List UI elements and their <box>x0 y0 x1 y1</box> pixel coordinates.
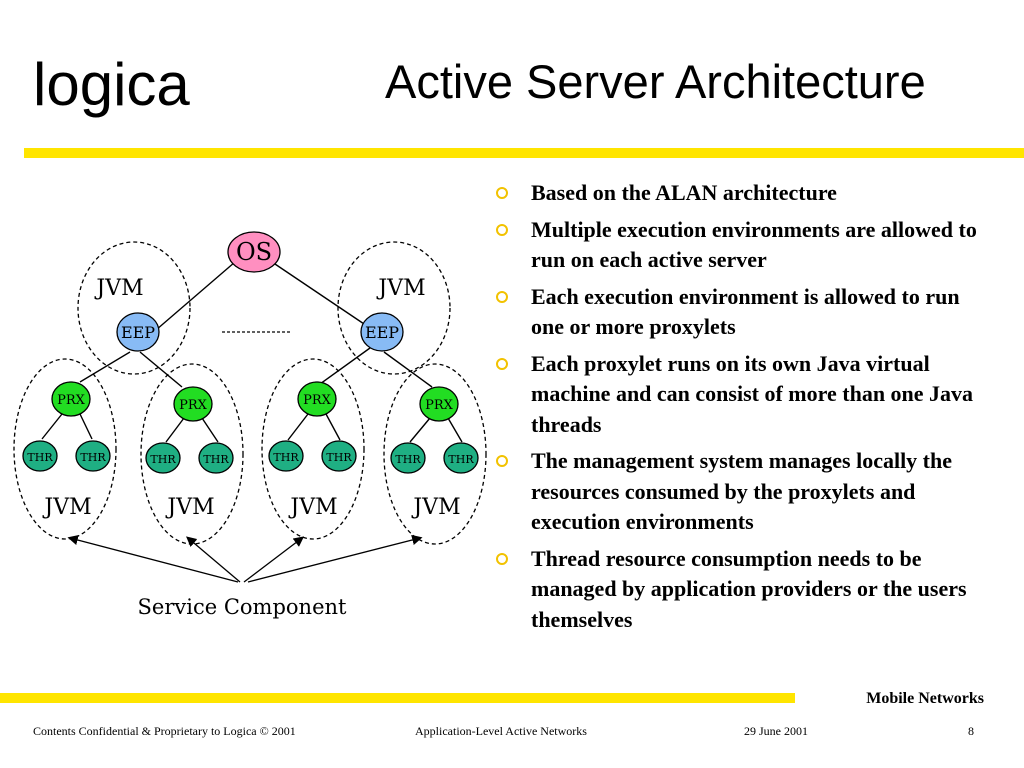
thr-label-1b: THR <box>80 451 106 464</box>
bullet-text: Each proxylet runs on its own Java virtu… <box>531 350 974 437</box>
bullet-item: Each proxylet runs on its own Java virtu… <box>494 349 994 441</box>
bullet-marker-icon <box>496 187 508 199</box>
service-component-label: Service Component <box>138 595 347 619</box>
bullet-item: Each execution environment is allowed to… <box>494 282 994 343</box>
footer-date: 29 June 2001 <box>744 724 808 738</box>
bullet-marker-icon <box>496 357 508 370</box>
thr-node-4a <box>390 442 426 474</box>
prx-node-4 <box>419 386 459 422</box>
link-prx-1-thr-b <box>79 413 93 440</box>
bullet-text: Each execution environment is allowed to… <box>531 283 960 340</box>
jvm-label-top-left: JVM <box>94 276 143 301</box>
jvm-boundary-prx-3 <box>261 358 365 540</box>
prx-label-3: PRX <box>303 393 332 408</box>
thr-label-2b: THR <box>203 453 229 466</box>
link-os-eep-right <box>271 261 374 331</box>
prx-label-1: PRX <box>57 393 86 408</box>
arrow-to-jvm-2 <box>186 536 241 583</box>
logo: logica <box>33 51 190 118</box>
arrow-to-jvm-4 <box>247 534 423 583</box>
thr-node-4b <box>443 442 479 474</box>
prx-node-1 <box>51 381 91 417</box>
footer-confidential: Contents Confidential & Proprietary to L… <box>33 724 296 738</box>
top-yellow-rule <box>24 148 1024 158</box>
prx-label-2: PRX <box>179 398 208 413</box>
arrow-to-jvm-1 <box>67 534 239 583</box>
jvm-label-bottom-3: JVM <box>288 495 337 520</box>
thr-node-1a <box>22 440 58 472</box>
thr-node-3b <box>321 440 357 472</box>
bullet-item: Multiple execution environments are allo… <box>494 215 994 276</box>
slide-title: Active Server Architecture <box>385 55 926 108</box>
jvm-boundary-right-top <box>337 241 451 375</box>
bullet-item: Based on the ALAN architecture <box>494 178 994 209</box>
jvm-label-bottom-1: JVM <box>42 495 91 520</box>
bullet-marker-icon <box>496 290 508 303</box>
link-eep-left-prx-2 <box>139 351 183 388</box>
link-eep-right-prx-4 <box>383 351 433 388</box>
bullet-marker-icon <box>496 552 508 565</box>
thr-node-1b <box>75 440 111 472</box>
thr-node-2a <box>145 442 181 474</box>
bullet-item: Thread resource consumption needs to be … <box>494 544 994 636</box>
os-node <box>227 231 281 273</box>
thr-label-2a: THR <box>150 453 176 466</box>
thr-node-3a <box>268 440 304 472</box>
footer-page-number: 8 <box>968 724 974 738</box>
link-prx-4-thr-b <box>447 417 463 443</box>
bullet-text: The management system manages locally th… <box>531 448 953 534</box>
thr-label-4a: THR <box>395 453 421 466</box>
eep-node-left <box>116 312 160 352</box>
jvm-label-top-right: JVM <box>376 276 425 301</box>
link-prx-2-thr-b <box>201 417 219 443</box>
link-prx-2-thr-a <box>165 417 185 443</box>
os-label: OS <box>236 238 272 266</box>
bullet-marker-icon <box>496 455 508 467</box>
link-eep-right-prx-3 <box>319 347 371 385</box>
thr-label-4b: THR <box>448 453 474 466</box>
jvm-boundary-prx-4 <box>383 363 487 545</box>
arrow-to-jvm-3 <box>243 536 305 583</box>
jvm-boundary-left-top <box>77 241 191 375</box>
footer-presentation-title: Application-Level Active Networks <box>415 724 587 738</box>
jvm-label-bottom-4: JVM <box>411 495 460 520</box>
link-prx-3-thr-a <box>287 413 309 441</box>
bullet-item: The management system manages locally th… <box>494 446 994 538</box>
mobile-networks-label: Mobile Networks <box>866 690 984 707</box>
prx-label-4: PRX <box>425 398 454 413</box>
jvm-label-bottom-2: JVM <box>165 495 214 520</box>
link-prx-3-thr-b <box>325 413 341 441</box>
bullet-text: Thread resource consumption needs to be … <box>531 545 967 632</box>
bottom-yellow-rule <box>0 693 795 703</box>
prx-node-2 <box>173 386 213 422</box>
bullet-text: Multiple execution environments are allo… <box>531 216 977 273</box>
eep-label-right: EEP <box>365 323 399 342</box>
thr-label-3a: THR <box>273 451 299 464</box>
link-eep-left-prx-1 <box>79 351 131 383</box>
eep-node-right <box>360 312 404 352</box>
link-prx-4-thr-a <box>409 417 431 443</box>
bullet-marker-icon <box>496 223 508 236</box>
link-prx-1-thr-a <box>41 413 63 440</box>
thr-label-3b: THR <box>326 451 352 464</box>
thr-label-1a: THR <box>27 451 53 464</box>
prx-node-3 <box>297 381 337 417</box>
jvm-boundary-prx-1 <box>13 358 117 540</box>
thr-node-2b <box>198 442 234 474</box>
bullet-text: Based on the ALAN architecture <box>531 180 837 205</box>
eep-label-left: EEP <box>121 323 155 342</box>
link-os-eep-left <box>155 261 236 331</box>
bullet-list: Based on the ALAN architecture Multiple … <box>494 178 994 641</box>
architecture-diagram: OS JVM JVM EEP EEP PRX PRX PRX PRX THR T… <box>13 231 487 619</box>
